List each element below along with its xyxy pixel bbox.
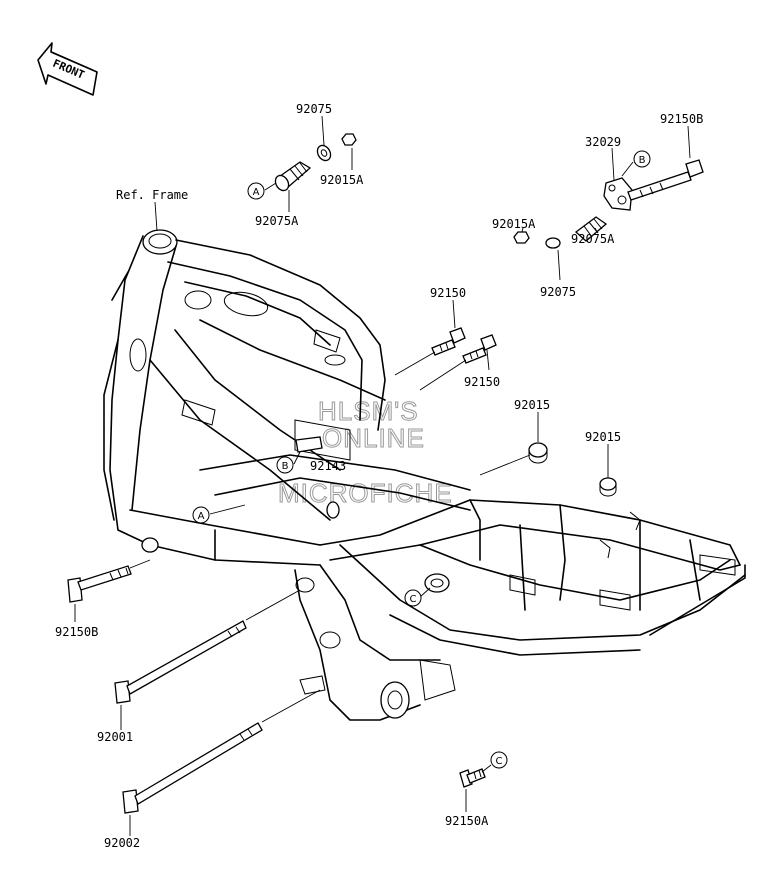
callout-b-label: B <box>282 461 289 472</box>
callout-a-frame: A <box>192 506 210 524</box>
collars-92015 <box>479 442 617 497</box>
part-label-92015: 92015 <box>514 398 550 412</box>
watermark-line-1: HLSM'S <box>318 396 419 426</box>
callout-a-label: A <box>198 511 205 522</box>
front-arrow-icon: FRONT <box>37 42 98 96</box>
bracket-32029 <box>603 159 704 211</box>
part-label-92150B: 92150B <box>660 112 703 126</box>
part-label-92001: 92001 <box>97 730 133 744</box>
part-label-92015: 92015 <box>585 430 621 444</box>
leader-lines <box>74 115 691 836</box>
callout-c-label: C <box>496 756 503 767</box>
watermark-line-3: MICROFICHE <box>278 478 453 508</box>
callout-c-label: C <box>410 594 417 605</box>
callout-b-frame: B <box>276 456 294 474</box>
ref-frame-label: Ref. Frame <box>116 188 188 202</box>
callout-b-top: B <box>633 150 651 168</box>
part-label-92150: 92150 <box>430 286 466 300</box>
part-label-92015A: 92015A <box>320 173 364 187</box>
bushing-92075A-right <box>513 216 608 249</box>
part-label-32029: 32029 <box>585 135 621 149</box>
callout-a-label: A <box>253 187 260 198</box>
part-label-92075: 92075 <box>296 102 332 116</box>
callout-c-bolt: C <box>490 751 508 769</box>
part-label-92150: 92150 <box>464 375 500 389</box>
part-label-92150A: 92150A <box>445 814 489 828</box>
callout-c-frame: C <box>404 589 422 607</box>
part-label-92075A: 92075A <box>571 232 615 246</box>
part-label-92143: 92143 <box>310 459 346 473</box>
bolt-92150A <box>459 768 486 788</box>
part-label-92075A: 92075A <box>255 214 299 228</box>
bolts-lower-left <box>67 559 321 814</box>
part-label-92015A: 92015A <box>492 217 536 231</box>
part-labels: Ref. Frame 92075 92015A 92075A 32029 921… <box>55 102 703 850</box>
bushing-92075A-top <box>274 133 357 192</box>
frame-drawing <box>103 229 746 721</box>
part-label-92002: 92002 <box>104 836 140 850</box>
bolts-92150 <box>394 327 497 391</box>
callout-b-label: B <box>639 155 646 166</box>
callout-a-top: A <box>247 182 265 200</box>
part-label-92150B: 92150B <box>55 625 98 639</box>
part-label-92075: 92075 <box>540 285 576 299</box>
